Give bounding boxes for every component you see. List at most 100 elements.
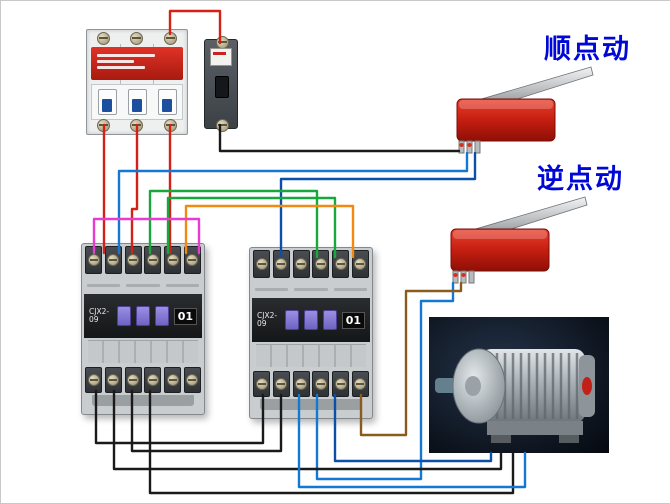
contactor-marking-strip	[87, 278, 199, 292]
circuit-breaker-3pole	[86, 29, 188, 135]
terminal-screw	[107, 254, 120, 266]
terminal-screw	[334, 378, 347, 390]
terminal-screw	[127, 374, 140, 386]
terminal-screw	[255, 258, 268, 270]
contactor-terminal	[164, 246, 182, 274]
switch-body	[456, 98, 556, 142]
aux-contact-badge: 01	[173, 307, 197, 325]
terminal-screw	[166, 374, 179, 386]
contactor-terminal	[85, 367, 102, 393]
terminal-screw	[127, 254, 140, 266]
terminal-screw	[354, 378, 367, 390]
contactor-terminal	[292, 250, 310, 278]
motor-foot	[559, 435, 579, 443]
pin-dot	[453, 273, 458, 277]
label-text-line	[97, 54, 155, 57]
coil-terminal-cover	[136, 306, 150, 326]
contactor-terminal	[332, 371, 350, 397]
contactor-terminal	[272, 371, 290, 397]
motor-base	[487, 421, 583, 435]
wire-red	[130, 123, 139, 255]
breaker-top-terminals	[87, 32, 187, 45]
marking-line	[255, 287, 289, 291]
contactor-terminal	[124, 367, 142, 393]
breaker-pole-divider	[120, 44, 121, 120]
contactor-terminal	[253, 250, 270, 278]
contactor-left: CJX2-09 01	[81, 243, 205, 415]
breaker-small-toggle	[215, 76, 229, 98]
terminal-screw	[97, 119, 111, 132]
contactor-base	[260, 399, 362, 410]
terminal-screw	[146, 374, 159, 386]
contactor-front-band: CJX2-09 01	[84, 294, 202, 338]
pin-dot	[459, 143, 464, 147]
contactor-terminal	[183, 367, 201, 393]
contactor-terminal	[272, 250, 290, 278]
breaker-pole-divider	[153, 44, 154, 120]
contactor-terminal	[104, 367, 122, 393]
terminal-screw	[130, 119, 144, 132]
terminal-screw	[255, 378, 268, 390]
label-reverse-jog: 逆点动	[537, 164, 624, 195]
switch-terminal-pin	[474, 140, 481, 154]
terminal-screw	[314, 258, 327, 270]
motor-red-sticker	[582, 377, 592, 395]
contactor-terminal	[124, 246, 142, 274]
wire-black	[218, 123, 461, 153]
breaker-bottom-terminals	[87, 119, 187, 132]
breaker-toggle	[127, 89, 147, 115]
contactor-terminal	[104, 246, 122, 274]
terminal-screw	[334, 258, 347, 270]
terminal-screw	[163, 32, 177, 45]
terminal-screw	[216, 119, 229, 132]
contactor-top-terminals	[250, 248, 372, 280]
marking-line	[333, 287, 367, 291]
breaker-toggle-row	[91, 84, 183, 120]
coil-terminal-cover	[154, 306, 169, 326]
contactor-bottom-terminals	[82, 365, 204, 395]
contactor-top-terminals	[82, 244, 204, 276]
marking-line	[87, 283, 121, 287]
breaker-toggle	[97, 89, 117, 115]
body-highlight	[459, 100, 553, 109]
contactor-model-text: CJX2-09	[257, 310, 278, 328]
contactor-marking-strip	[255, 282, 367, 296]
coil-terminal-cover	[304, 310, 318, 330]
terminal-screw	[107, 374, 120, 386]
terminal-screw	[275, 258, 288, 270]
micro-switch-forward	[456, 66, 594, 154]
terminal-screw	[146, 254, 159, 266]
contactor-right: CJX2-09 01	[249, 247, 373, 419]
contactor-terminal	[144, 367, 162, 393]
contactor-terminal	[144, 246, 162, 274]
label-text-line	[97, 60, 134, 63]
wire-blue	[117, 151, 469, 255]
toggle-handle	[102, 99, 112, 112]
contactor-terminal	[164, 367, 182, 393]
contactor-model-text: CJX2-09	[89, 306, 110, 324]
marking-line	[294, 287, 328, 291]
coil-terminal-cover	[322, 310, 337, 330]
contactor-grooved-face	[256, 344, 366, 367]
terminal-screw	[295, 258, 308, 270]
contactor-terminal	[312, 250, 330, 278]
motor-photo	[429, 317, 609, 453]
coil-terminal-cover	[117, 306, 132, 326]
contactor-terminal	[253, 371, 270, 397]
breaker-brand-label	[91, 47, 183, 80]
switch-terminal-pin	[468, 270, 475, 284]
micro-switch-reverse	[450, 196, 588, 284]
contactor-bottom-terminals	[250, 369, 372, 399]
aux-contact-badge: 01	[341, 311, 365, 329]
contactor-terminal	[85, 246, 102, 274]
circuit-breaker-1pole	[204, 36, 238, 132]
contactor-terminal	[351, 250, 369, 278]
contactor-terminal	[312, 371, 330, 397]
label-forward-jog: 顺点动	[544, 34, 631, 65]
breaker-toggle	[157, 89, 177, 115]
toggle-handle	[132, 99, 142, 112]
terminal-screw	[354, 258, 367, 270]
contactor-terminal	[292, 371, 310, 397]
body-highlight	[453, 230, 547, 239]
marking-line	[165, 283, 199, 287]
